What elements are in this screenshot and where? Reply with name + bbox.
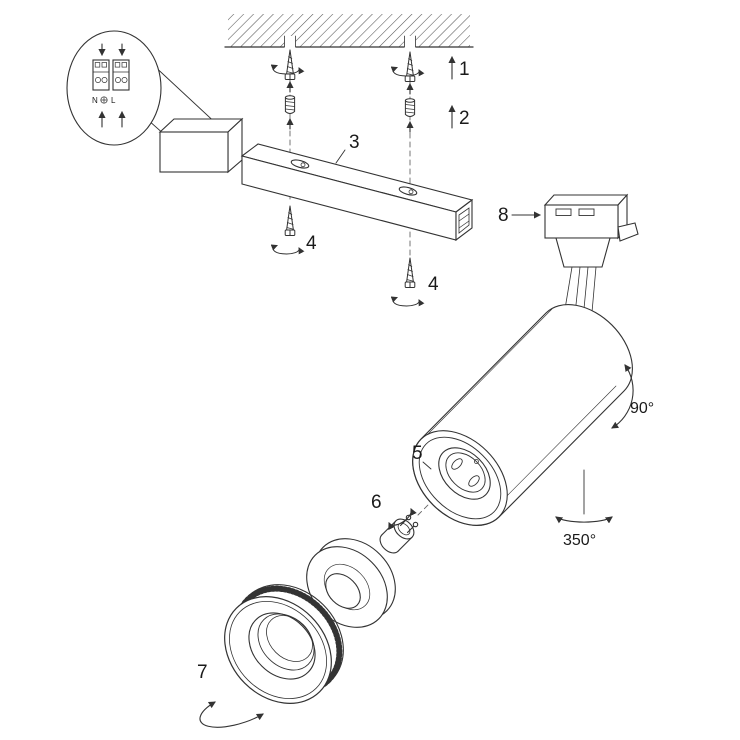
- track-screw-left: [273, 205, 299, 255]
- socket-slot: [468, 475, 480, 487]
- rotation-angle-callout: 350°: [555, 469, 613, 549]
- step-5-label: 5: [412, 443, 423, 464]
- rotation-arrow-icon: [393, 68, 419, 77]
- track-rail: [240, 143, 474, 242]
- wall-plug-right: [404, 98, 416, 133]
- earth-icon: [100, 96, 108, 104]
- ceiling: [224, 14, 474, 48]
- rotation-arc-arrow-icon: [555, 516, 613, 524]
- gu10-socket: [445, 452, 486, 493]
- step-6-label: 6: [371, 492, 382, 513]
- rotation-angle-label: 350°: [563, 532, 596, 549]
- track-adapter: [543, 193, 639, 347]
- socket-slot: [451, 458, 463, 470]
- adapter-neck: [561, 266, 597, 347]
- terminal-l-label: L: [111, 96, 116, 105]
- step-4-upper-label: 4: [306, 233, 317, 254]
- step-5-callout: 5: [412, 443, 432, 470]
- front-ring: [224, 584, 344, 704]
- step-6-callout: 6: [371, 492, 417, 531]
- step-1-label: 1: [459, 59, 470, 80]
- wiring-detail-inset: N L: [66, 30, 222, 146]
- rotation-arrow-icon: [273, 246, 299, 255]
- step-1-callout: 1: [448, 55, 470, 80]
- rotation-arrow-icon: [199, 701, 264, 728]
- wall-plug-left: [284, 95, 296, 130]
- step-4-lower-label: 4: [428, 274, 439, 295]
- rotation-arrow-icon: [273, 66, 299, 75]
- ceiling-screw-right: [393, 51, 419, 95]
- rotation-arrow-icon: [388, 508, 417, 531]
- step-8-callout: 8: [498, 205, 542, 226]
- step-3-label: 3: [349, 132, 360, 153]
- tilt-arc-arrow-icon: [611, 364, 634, 429]
- adapter-lever: [617, 222, 639, 242]
- bulb-pin-tip: [412, 521, 419, 528]
- step-2-label: 2: [459, 108, 470, 129]
- terminal-block: [92, 59, 130, 91]
- spotlight-body: [412, 304, 633, 526]
- track-screw-right: [393, 257, 419, 307]
- power-connector-box: [158, 117, 244, 174]
- lamp-recess: [438, 447, 491, 500]
- step-7-label: 7: [197, 662, 208, 683]
- middle-ring: [306, 538, 396, 628]
- gu10-bulb: [379, 514, 419, 554]
- tilt-angle-label: 90°: [630, 400, 654, 417]
- ceiling-screw-left: [273, 49, 299, 93]
- tilt-angle-callout: 90°: [611, 364, 654, 429]
- rotation-arrow-icon: [393, 298, 419, 307]
- step-8-label: 8: [498, 205, 509, 226]
- terminal-n-label: N: [92, 96, 98, 105]
- step-7-callout: 7: [197, 662, 264, 728]
- step-2-callout: 2: [448, 104, 470, 129]
